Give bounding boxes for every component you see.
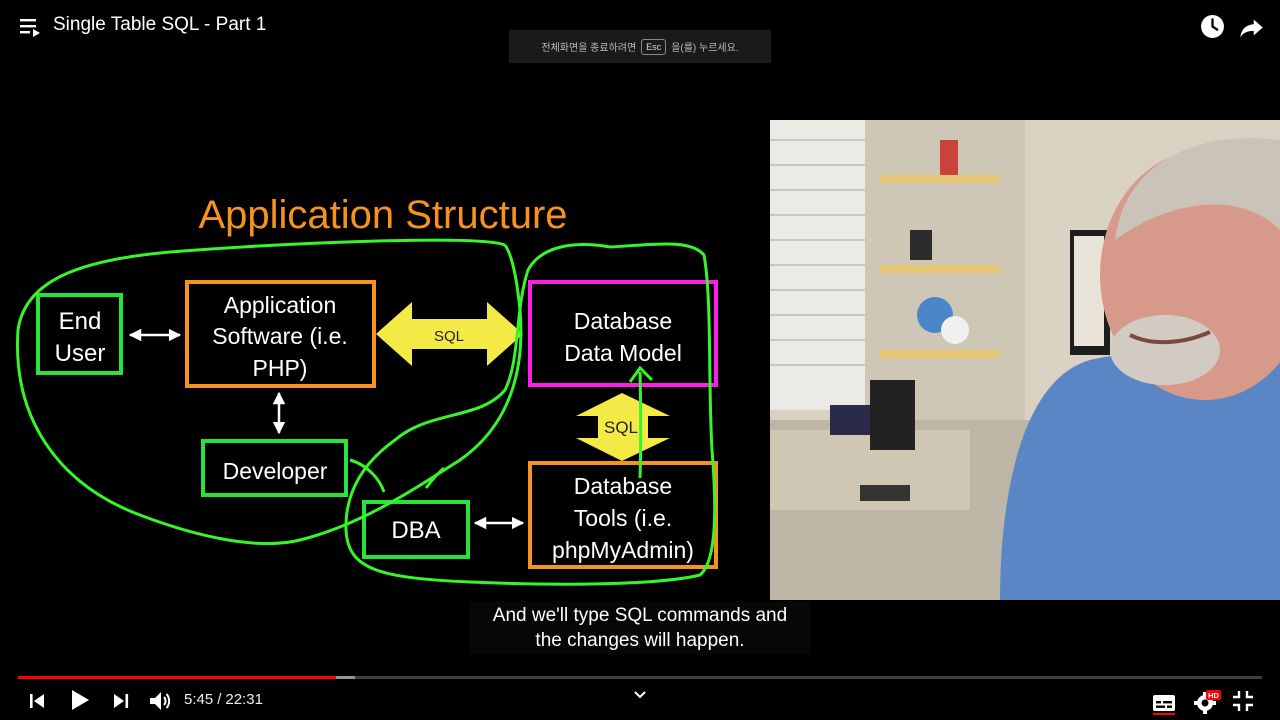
annotation-tick — [424, 466, 445, 489]
playlist-icon[interactable] — [19, 16, 41, 38]
annotation-left-loop — [15, 238, 523, 546]
annotation-arrow-up — [628, 365, 654, 479]
esc-notice-before: 전체화면을 종료하려면 — [541, 43, 637, 54]
db-model-line2: Data Model — [564, 340, 682, 366]
exit-fullscreen-notice: 전체화면을 종료하려면 Esc 을(를) 누르세요. — [509, 30, 771, 63]
next-icon[interactable] — [112, 692, 130, 710]
chevron-down-icon[interactable] — [633, 690, 647, 700]
annotation-hook — [349, 458, 386, 493]
settings-icon[interactable]: HD — [1193, 688, 1221, 716]
webcam-scene — [770, 120, 1280, 600]
progress-played — [18, 676, 337, 679]
exit-fullscreen-icon[interactable] — [1232, 690, 1254, 712]
webcam-video — [770, 120, 1280, 600]
dba-box — [362, 500, 470, 559]
annotation-right-loop — [344, 242, 717, 586]
dba-label: DBA — [391, 517, 440, 544]
sql-label-top: SQL — [434, 328, 464, 345]
developer-label: Developer — [223, 458, 328, 484]
app-software-line3: PHP) — [253, 355, 308, 381]
sql-label-mid: SQL — [604, 418, 638, 437]
db-tools-line3: phpMyAdmin) — [552, 537, 694, 563]
esc-notice-after: 을(를) 누르세요. — [671, 43, 739, 54]
top-bar: Single Table SQL - Part 1 — [0, 0, 1280, 56]
end-user-line1: End — [59, 308, 102, 335]
slide-diagram: Application Structure End User Applicati… — [15, 193, 718, 586]
end-user-line2: User — [55, 340, 106, 367]
app-software-line1: Application — [224, 292, 337, 318]
player-controls: HD — [0, 684, 1280, 720]
caption-line-1: And we'll type SQL commands and — [492, 605, 788, 626]
time-display: 5:45/22:31 — [184, 691, 263, 708]
play-icon[interactable] — [70, 689, 90, 711]
db-tools-line2: Tools (i.e. — [574, 505, 672, 531]
sql-arrow-vertical — [576, 393, 670, 461]
app-software-line2: Software (i.e. — [212, 323, 348, 349]
previous-icon[interactable] — [28, 692, 46, 710]
watch-later-icon[interactable] — [1200, 14, 1225, 39]
app-software-box — [185, 280, 376, 388]
share-icon[interactable] — [1238, 14, 1265, 41]
esc-key-hint: Esc — [641, 38, 667, 55]
time-separator: / — [217, 691, 222, 708]
progress-bar[interactable] — [18, 676, 1262, 679]
developer-box — [201, 439, 348, 497]
slide-heading: Application Structure — [198, 193, 567, 237]
hd-badge: HD — [1208, 691, 1219, 700]
db-model-line1: Database — [574, 308, 672, 334]
sql-arrow-horizontal — [376, 302, 523, 366]
db-tools-line1: Database — [574, 473, 672, 499]
duration: 22:31 — [225, 691, 263, 708]
end-user-box — [36, 293, 123, 375]
subtitles-icon[interactable] — [1152, 691, 1176, 715]
video-title: Single Table SQL - Part 1 — [53, 14, 267, 35]
db-model-box — [528, 280, 718, 387]
current-time: 5:45 — [184, 691, 214, 708]
caption-window: And we'll type SQL commands and the chan… — [470, 601, 810, 655]
volume-icon[interactable] — [148, 689, 172, 713]
caption-line-2: the changes will happen. — [535, 630, 745, 651]
